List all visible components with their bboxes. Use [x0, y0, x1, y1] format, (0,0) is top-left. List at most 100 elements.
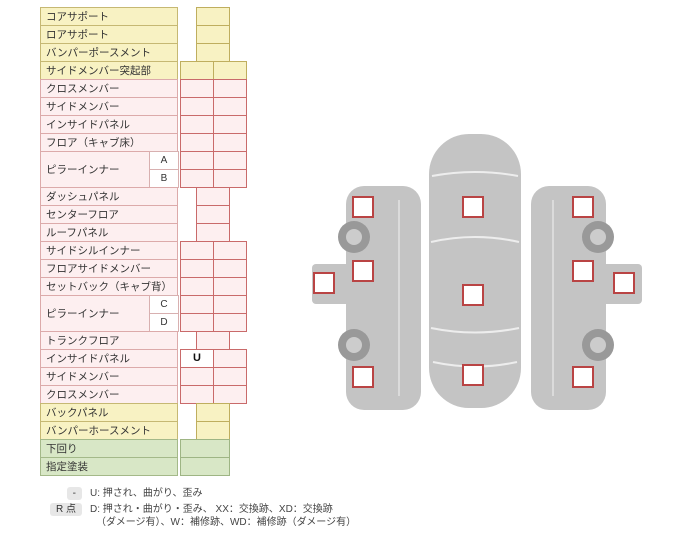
damage-cell[interactable]	[213, 151, 247, 170]
damage-cell[interactable]	[180, 457, 230, 476]
damage-cell[interactable]	[213, 259, 247, 278]
table-row: トランクフロア	[40, 331, 290, 350]
damage-cell[interactable]	[180, 97, 214, 116]
damage-cell[interactable]	[196, 7, 230, 26]
part-label: インサイドパネル	[40, 115, 178, 134]
damage-cell[interactable]	[196, 43, 230, 62]
section-label-B: B	[149, 169, 179, 188]
damage-cell[interactable]	[180, 133, 214, 152]
damage-cell[interactable]	[180, 151, 214, 170]
table-row: サイドメンバー突起部	[40, 61, 290, 80]
wheel-hub-icon	[590, 229, 606, 245]
damage-cell[interactable]	[180, 439, 230, 458]
damage-cell[interactable]	[196, 421, 230, 440]
damage-cell[interactable]	[213, 61, 247, 80]
damage-checkbox-top-center[interactable]	[462, 284, 484, 306]
damage-cell[interactable]	[213, 277, 247, 296]
damage-cell[interactable]	[196, 25, 230, 44]
damage-cell[interactable]	[180, 259, 214, 278]
table-row: 下回り	[40, 439, 290, 458]
top-body	[429, 134, 521, 408]
damage-cell[interactable]	[180, 61, 214, 80]
damage-cell[interactable]	[180, 79, 214, 98]
legend-line-1: D: 押され・曲がり・歪み、 XX：交換跡、XD：交換跡	[90, 504, 333, 515]
damage-checkbox-left-front[interactable]	[352, 196, 374, 218]
part-label: ピラーインナー	[40, 295, 150, 332]
damage-cell[interactable]	[213, 169, 247, 188]
table-row: クロスメンバー	[40, 385, 290, 404]
damage-cell[interactable]	[196, 331, 230, 350]
table-row: セットバック（キャブ背）	[40, 277, 290, 296]
wheel-hub-icon	[590, 337, 606, 353]
damage-cell[interactable]	[213, 79, 247, 98]
table-row: サイドメンバー	[40, 367, 290, 386]
table-row: クロスメンバー	[40, 79, 290, 98]
legend-row-r: R 点 D: 押され・曲がり・歪み、 XX：交換跡、XD：交換跡 （ダメージ有）…	[46, 503, 356, 529]
damage-cell[interactable]	[180, 241, 214, 260]
damage-cell[interactable]	[213, 367, 247, 386]
part-label: サイドメンバー	[40, 367, 178, 386]
damage-checkbox-top-front[interactable]	[462, 196, 484, 218]
damage-cell[interactable]	[213, 241, 247, 260]
table-row: 指定塗装	[40, 457, 290, 476]
legend-badge-rpoint: R 点	[50, 503, 82, 516]
table-row: ダッシュパネル	[40, 187, 290, 206]
damage-cell[interactable]	[213, 133, 247, 152]
hood-line	[431, 171, 519, 177]
part-label: インサイドパネル	[40, 349, 178, 368]
table-row: バンパーホースメント	[40, 421, 290, 440]
part-label: ピラーインナー	[40, 151, 150, 188]
damage-cell[interactable]	[196, 187, 230, 206]
damage-cell[interactable]	[180, 295, 214, 314]
part-label: クロスメンバー	[40, 385, 178, 404]
table-row: センターフロア	[40, 205, 290, 224]
table-row: インサイドパネル	[40, 115, 290, 134]
part-label: セットバック（キャブ背）	[40, 277, 178, 296]
damage-cell[interactable]: U	[180, 349, 214, 368]
legend-text-d: D: 押され・曲がり・歪み、 XX：交換跡、XD：交換跡 （ダメージ有）、W：補…	[90, 503, 356, 529]
damage-cell[interactable]	[213, 115, 247, 134]
car-diagram	[295, 128, 665, 420]
part-label: フロアサイドメンバー	[40, 259, 178, 278]
damage-cell[interactable]	[213, 295, 247, 314]
damage-checkbox-right-rear[interactable]	[572, 366, 594, 388]
part-label: 指定塗装	[40, 457, 178, 476]
car-top-view	[429, 134, 521, 408]
damage-cell[interactable]	[196, 403, 230, 422]
damage-checkbox-left-center[interactable]	[352, 260, 374, 282]
legend-badge-col: R 点	[46, 503, 82, 529]
wheel-hub-icon	[346, 229, 362, 245]
part-label: クロスメンバー	[40, 79, 178, 98]
damage-checkbox-top-rear[interactable]	[462, 364, 484, 386]
damage-cell[interactable]	[180, 367, 214, 386]
table-row: フロア（キャブ床）	[40, 133, 290, 152]
damage-cell[interactable]	[196, 205, 230, 224]
damage-checkbox-left-rear[interactable]	[352, 366, 374, 388]
damage-cell[interactable]	[213, 97, 247, 116]
damage-checkbox-right-sill[interactable]	[613, 272, 635, 294]
damage-cell[interactable]	[213, 349, 247, 368]
damage-cell[interactable]	[180, 169, 214, 188]
part-label: ルーフパネル	[40, 223, 178, 242]
damage-cell[interactable]	[180, 115, 214, 134]
part-label: センターフロア	[40, 205, 178, 224]
legend-text-u: U: 押され、曲がり、歪み	[90, 488, 203, 499]
table-row: コアサポート	[40, 7, 290, 26]
damage-checkbox-right-center[interactable]	[572, 260, 594, 282]
damage-checkbox-right-front[interactable]	[572, 196, 594, 218]
legend-badge-col: -	[46, 487, 82, 500]
legend: - U: 押され、曲がり、歪み R 点 D: 押され・曲がり・歪み、 XX：交換…	[46, 487, 356, 532]
part-label: 下回り	[40, 439, 178, 458]
damage-cell[interactable]	[196, 223, 230, 242]
damage-cell[interactable]	[213, 313, 247, 332]
part-label: バックパネル	[40, 403, 178, 422]
part-label: バンパーホースメント	[40, 421, 178, 440]
damage-cell[interactable]	[213, 385, 247, 404]
wheel-hub-icon	[346, 337, 362, 353]
damage-cell[interactable]	[180, 385, 214, 404]
damage-checkbox-left-sill[interactable]	[313, 272, 335, 294]
damage-cell[interactable]	[180, 277, 214, 296]
damage-cell[interactable]	[180, 313, 214, 332]
